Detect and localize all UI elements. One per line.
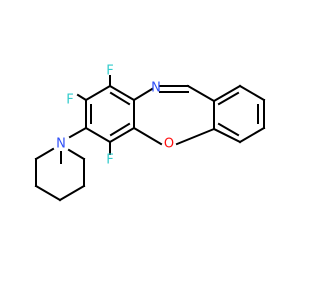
bond: [68, 126, 88, 139]
oxazepine-ring: [132, 84, 216, 146]
oxygen-atom-label: O: [164, 137, 174, 152]
nitrogen-atom-label: N: [151, 81, 161, 96]
bond: [132, 126, 163, 146]
structure-canvas: F F F N N O: [34, 64, 266, 202]
bond: [76, 93, 88, 102]
bond: [58, 184, 86, 202]
double-bond: [109, 122, 131, 137]
bond: [175, 127, 216, 146]
piperidine-ring: [34, 126, 88, 202]
bond: [238, 126, 266, 144]
bond: [84, 84, 112, 102]
atom-labels: F F F N N O: [56, 64, 174, 168]
bond: [186, 84, 216, 103]
bond: [67, 148, 86, 161]
bond: [132, 87, 154, 102]
bond: [108, 84, 136, 102]
bond: [34, 184, 62, 202]
bond: [34, 147, 55, 161]
nitrogen-atom-label: N: [56, 137, 66, 152]
fluorinated-benzene-ring: [84, 84, 136, 144]
double-bond: [217, 122, 240, 137]
bond: [108, 126, 136, 144]
fluorine-atom-label: F: [106, 153, 113, 168]
molecule-diagram: F F F N N O: [34, 64, 266, 202]
fluorine-atom-label: F: [106, 64, 113, 79]
fluorine-bonds: [76, 75, 111, 155]
bond: [84, 126, 112, 144]
bond: [212, 84, 242, 103]
bond: [212, 127, 242, 144]
bond: [238, 84, 266, 102]
double-bond: [109, 91, 131, 106]
fluorine-atom-label: F: [66, 93, 73, 108]
double-bond: [217, 91, 240, 106]
benzo-ring: [212, 84, 266, 144]
